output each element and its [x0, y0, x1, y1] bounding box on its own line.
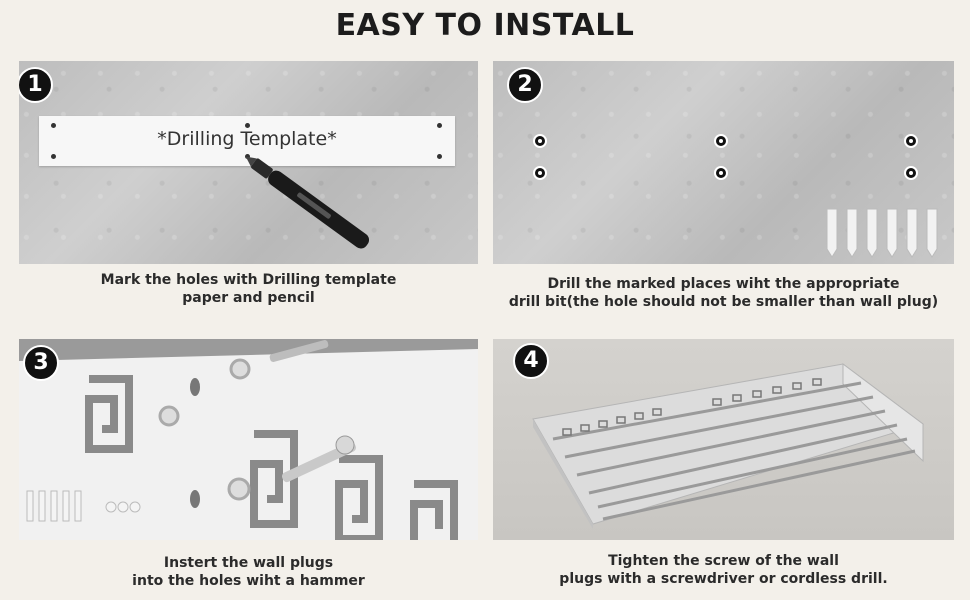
- step-1-caption: Mark the holes with Drilling template pa…: [19, 271, 478, 307]
- towel-rack-illustration: [532, 363, 925, 529]
- caption-line: drill bit(the hole should not be smaller…: [508, 294, 939, 310]
- screw-icon: [269, 340, 357, 483]
- template-mark: [245, 154, 250, 159]
- step-4-image: 4: [493, 339, 954, 540]
- page-title: EASY TO INSTALL: [335, 8, 635, 43]
- caption-line: Tighten the screw of the wall: [608, 553, 839, 569]
- bracket-closeup: [19, 339, 478, 540]
- template-mark: [437, 123, 442, 128]
- wall-plug-icon: [26, 490, 141, 522]
- template-mark: [51, 154, 56, 159]
- caption-line: Instert the wall plugs: [163, 555, 334, 571]
- caption-line: paper and pencil: [182, 290, 315, 306]
- drilled-hole: [904, 134, 918, 148]
- drilled-hole: [714, 134, 728, 148]
- caption-line: Drill the marked places wiht the appropr…: [547, 276, 900, 292]
- drilled-hole: [533, 134, 547, 148]
- caption-line: Mark the holes with Drilling template: [100, 272, 397, 288]
- caption-line: plugs with a screwdriver or cordless dri…: [559, 571, 888, 587]
- step-number-badge: 4: [513, 343, 549, 379]
- step-3-caption: Instert the wall plugs into the holes wi…: [19, 554, 478, 590]
- template-mark: [245, 123, 250, 128]
- drilled-hole: [714, 166, 728, 180]
- step-number-badge: 2: [507, 67, 543, 103]
- template-mark: [51, 123, 56, 128]
- drilled-hole: [533, 166, 547, 180]
- wall-plug-icon: [826, 208, 938, 258]
- pencil-icon: [245, 156, 370, 249]
- step-2-caption: Drill the marked places wiht the appropr…: [493, 275, 954, 311]
- drilled-hole: [904, 166, 918, 180]
- step-4-caption: Tighten the screw of the wall plugs with…: [493, 552, 954, 588]
- caption-line: into the holes wiht a hammer: [132, 573, 365, 589]
- step-number-badge: 3: [23, 345, 59, 381]
- step-1-image: *Drilling Template* 1: [19, 61, 478, 264]
- step-2-image: 2: [493, 61, 954, 264]
- template-mark: [437, 154, 442, 159]
- step-number-badge: 1: [19, 67, 53, 103]
- step-3-image: 3: [19, 339, 478, 540]
- template-label: *Drilling Template*: [157, 128, 337, 150]
